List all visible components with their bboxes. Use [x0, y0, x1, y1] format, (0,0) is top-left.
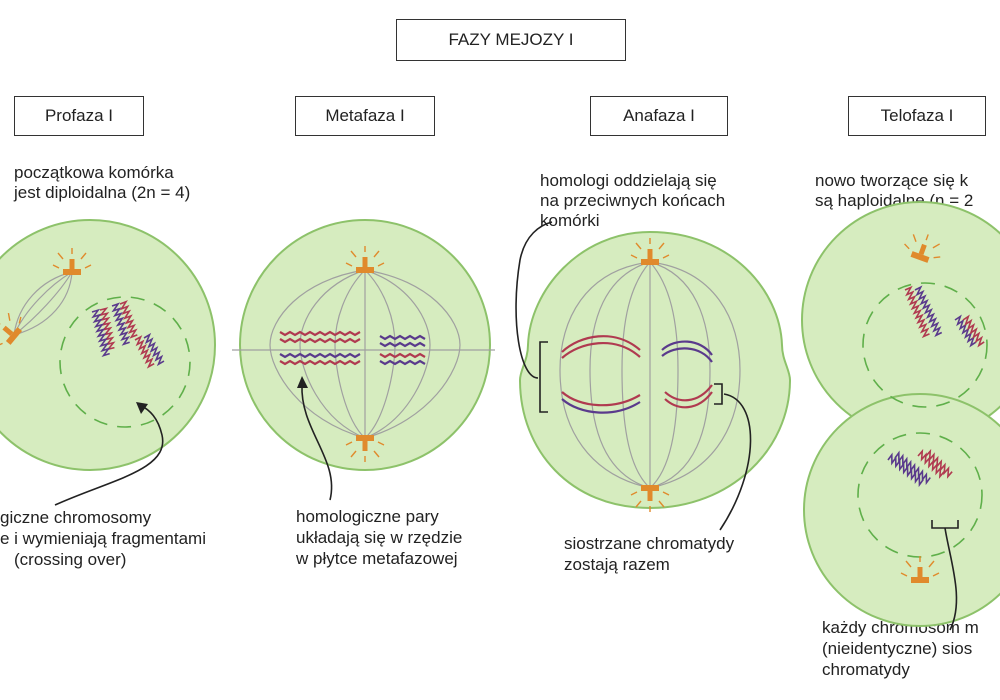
- telophase-cells: [801, 201, 1000, 631]
- prophase-caption-top-1: początkowa komórka: [14, 163, 174, 182]
- telophase-centrosome-bottom: [900, 555, 940, 584]
- anaphase-centrosome-top: [630, 237, 670, 266]
- phase-title-metaphase: Metafaza I: [295, 96, 435, 136]
- prophase-pointer-arrow: [54, 404, 164, 506]
- telophase-centrosome-top: [900, 227, 947, 268]
- prophase-nucleus-envelope: [59, 296, 191, 428]
- prophase-caption-bottom-2: e i wymieniają fragmentami: [0, 529, 206, 548]
- metaphase-cell: [232, 219, 495, 501]
- metaphase-centrosome-bottom: [345, 434, 385, 463]
- anaphase-bottom-pointer: [719, 393, 752, 531]
- prophase-centrosome-left: [0, 305, 30, 354]
- telophase-caption-bottom-3: chromatydy: [822, 660, 910, 679]
- telophase-caption-top-1: nowo tworzące się k: [815, 171, 969, 190]
- metaphase-caption-bottom-2: układają się w rzędzie: [296, 528, 463, 547]
- telophase-caption-bottom-2: (nieidentyczne) sios: [822, 639, 973, 658]
- anaphase-caption-top-3: komórki: [540, 211, 600, 230]
- anaphase-top-pointer: [515, 221, 553, 379]
- telophase-nucleus-top: [862, 282, 988, 408]
- prophase-chromosomes: [91, 300, 165, 369]
- metaphase-spindle: [232, 269, 495, 439]
- anaphase-bracket-right: [714, 383, 723, 405]
- anaphase-caption-top-2: na przeciwnych końcach: [540, 191, 726, 210]
- anaphase-bracket-left: [539, 341, 548, 413]
- prophase-centrosome-top: [52, 247, 92, 276]
- metaphase-centrosome-top: [345, 245, 385, 274]
- telophase-caption-top-2: są haploidalne (n = 2: [815, 191, 974, 210]
- anaphase-chromosomes: [561, 335, 713, 414]
- anaphase-spindle: [559, 261, 741, 489]
- telophase-caption-bottom-1: każdy chromosom m: [822, 618, 979, 637]
- prophase-caption-top-2: jest diploidalna (2n = 4): [14, 183, 191, 202]
- anaphase-caption-bottom-1: siostrzane chromatydy: [564, 534, 735, 553]
- diagram-title: FAZY MEJOZY I: [396, 19, 626, 61]
- metaphase-caption-bottom-1: homologiczne pary: [296, 507, 439, 526]
- telophase-chromosomes: [887, 285, 985, 488]
- metaphase-pointer-arrow: [301, 384, 333, 501]
- anaphase-caption-bottom-2: zostają razem: [564, 555, 670, 574]
- prophase-cell: [0, 219, 216, 506]
- anaphase-caption-top-1: homologi oddzielają się: [540, 171, 717, 190]
- telophase-nucleus-bottom: [857, 432, 983, 558]
- prophase-caption-bottom-1: giczne chromosomy: [0, 508, 152, 527]
- prophase-caption-bottom-3: (crossing over): [14, 550, 127, 569]
- phase-title-anaphase: Anafaza I: [590, 96, 728, 136]
- phase-title-telophase: Telofaza I: [848, 96, 986, 136]
- metaphase-chromosomes: [279, 330, 426, 366]
- telophase-bracket: [931, 520, 959, 529]
- phase-title-prophase: Profaza I: [14, 96, 144, 136]
- anaphase-centrosome-bottom: [630, 484, 670, 513]
- telophase-pointer: [944, 527, 958, 631]
- prophase-spindle: [13, 271, 73, 336]
- metaphase-caption-bottom-3: w płytce metafazowej: [296, 549, 458, 568]
- anaphase-cell: [515, 221, 792, 531]
